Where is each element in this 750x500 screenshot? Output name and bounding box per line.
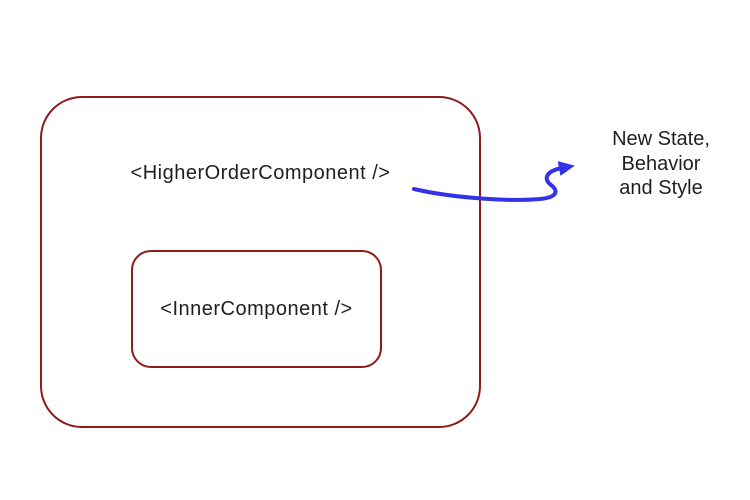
annotation-line: and Style (619, 177, 703, 199)
annotation-text: New State, Behavior and Style (575, 127, 747, 201)
inner-component-label: <InnerComponent /> (160, 298, 353, 320)
annotation-line: Behavior (621, 152, 701, 175)
higher-order-component-box (40, 96, 481, 428)
inner-component-box (131, 250, 382, 368)
annotation-line: New State, (612, 128, 710, 150)
higher-order-component-label: <HigherOrderComponent /> (130, 162, 391, 184)
